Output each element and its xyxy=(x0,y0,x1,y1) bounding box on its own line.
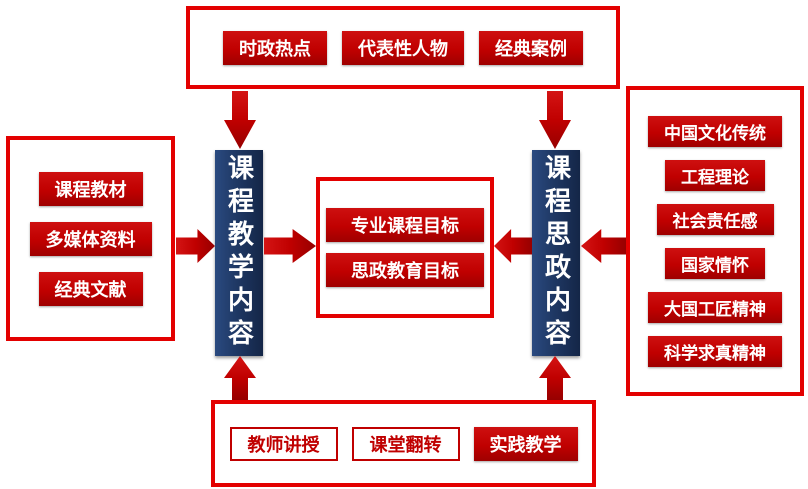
box-scientific-truth-spirit: 科学求真精神 xyxy=(648,335,782,367)
box-classic-cases: 经典案例 xyxy=(479,30,583,65)
arrow-top-to-ideology-pillar xyxy=(539,91,571,149)
panel-teaching-methods: 教师讲授 课堂翻转 实践教学 xyxy=(211,400,596,487)
panel-ideology-elements: 中国文化传统 工程理论 社会责任感 国家情怀 大国工匠精神 科学求真精神 xyxy=(626,86,804,396)
box-representative-figures: 代表性人物 xyxy=(342,30,464,65)
panel-goals: 专业课程目标 思政教育目标 xyxy=(316,177,494,318)
pillar-course-teaching-content: 课程教学内容 xyxy=(215,150,263,356)
box-multimedia-materials: 多媒体资料 xyxy=(29,221,152,256)
box-chinese-cultural-tradition: 中国文化传统 xyxy=(648,115,782,147)
arrow-ideology-pillar-to-goals xyxy=(494,229,532,263)
arrow-resources-to-teaching-pillar xyxy=(176,229,215,263)
pillar-course-ideology-content: 课程思政内容 xyxy=(532,150,580,356)
arrow-methods-to-ideology-pillar xyxy=(539,356,571,400)
panel-teaching-resources: 课程教材 多媒体资料 经典文献 xyxy=(6,136,175,341)
box-social-responsibility: 社会责任感 xyxy=(656,203,774,235)
arrow-methods-to-teaching-pillar xyxy=(224,356,256,400)
box-professional-course-goal: 专业课程目标 xyxy=(326,208,484,242)
box-course-textbooks: 课程教材 xyxy=(38,171,143,206)
arrow-elements-to-ideology-pillar xyxy=(581,229,626,263)
arrow-top-to-teaching-pillar xyxy=(224,91,256,149)
box-craftsman-spirit: 大国工匠精神 xyxy=(648,291,782,323)
panel-thematic-materials: 时政热点 代表性人物 经典案例 xyxy=(186,6,620,89)
box-practical-teaching: 实践教学 xyxy=(473,426,578,461)
arrow-teaching-pillar-to-goals xyxy=(264,229,316,263)
box-engineering-theory: 工程理论 xyxy=(665,159,765,191)
box-national-sentiment: 国家情怀 xyxy=(665,247,765,279)
box-ideological-education-goal: 思政教育目标 xyxy=(326,253,484,287)
box-current-politics-hotspots: 时政热点 xyxy=(223,30,327,65)
box-teacher-lecturing: 教师讲授 xyxy=(229,426,338,461)
box-classic-literature: 经典文献 xyxy=(38,271,143,306)
box-flipped-classroom: 课堂翻转 xyxy=(351,426,460,461)
